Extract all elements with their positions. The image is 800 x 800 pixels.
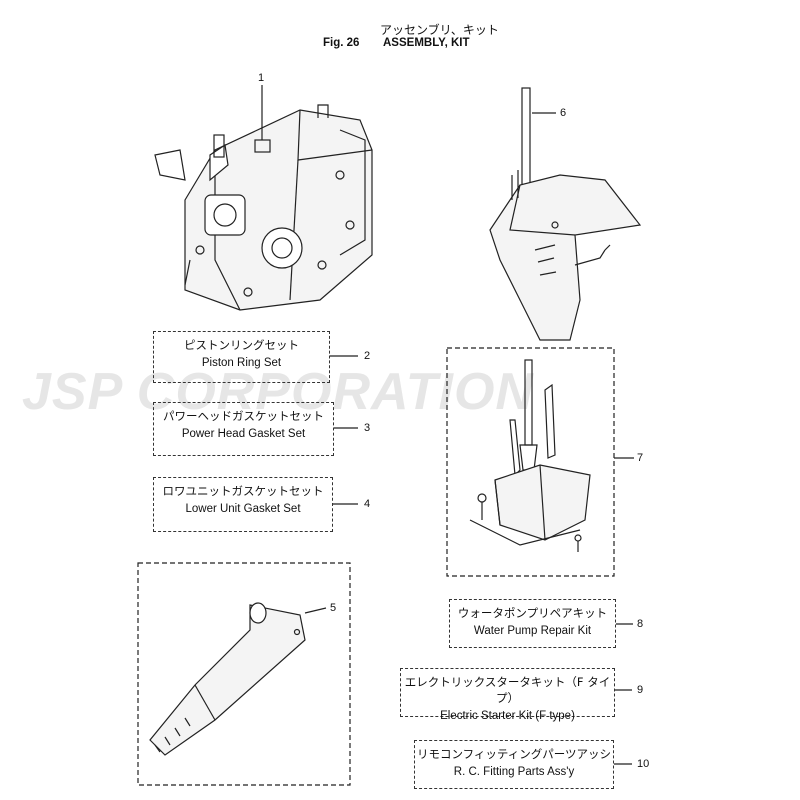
kit-water-pump-repair-kit: ウォータポンプリペアキット Water Pump Repair Kit (449, 599, 616, 648)
callout-8: 8 (637, 618, 644, 630)
kit-label-en: Electric Starter Kit (F type) (440, 710, 575, 722)
kit-piston-ring-set: ピストンリングセット Piston Ring Set (153, 331, 330, 383)
kit-label-en: Piston Ring Set (201, 357, 282, 369)
kit-label-jp: ウォータポンプリペアキット (457, 606, 608, 620)
kit-label-en: R. C. Fitting Parts Ass'y (453, 766, 575, 778)
kit-label-en: Water Pump Repair Kit (473, 625, 592, 637)
kit-label-en: Power Head Gasket Set (181, 428, 306, 440)
title-japanese: アッセンブリ、キット (380, 23, 499, 37)
kit-rc-fitting-parts: リモコンフィッティングパーツアッシ R. C. Fitting Parts As… (414, 740, 614, 789)
callout-3: 3 (364, 422, 371, 434)
tool-illustration (149, 602, 306, 756)
callout-2: 2 (364, 350, 371, 362)
kit-electric-starter-kit: エレクトリックスタータキット（F タイプ） Electric Starter K… (400, 668, 615, 722)
power-head-illustration (154, 104, 373, 311)
kit-label-jp: リモコンフィッティングパーツアッシ (416, 747, 611, 761)
callout-9: 9 (637, 684, 644, 696)
kit-power-head-gasket-set: パワーヘッドガスケットセット Power Head Gasket Set (153, 402, 334, 456)
title-english: ASSEMBLY, KIT (383, 37, 470, 49)
callout-1: 1 (258, 72, 265, 84)
callout-10: 10 (637, 758, 650, 770)
kit-label-jp: エレクトリックスタータキット（F タイプ） (404, 675, 611, 705)
figure-number: Fig. 26 (323, 37, 360, 49)
callout-4: 4 (364, 498, 371, 510)
callout-6: 6 (560, 107, 567, 119)
kit-label-jp: ピストンリングセット (184, 338, 299, 352)
kit-label-jp: ロワユニットガスケットセット (162, 484, 324, 498)
drive-shaft-illustration (469, 359, 591, 552)
group-box-7 (446, 347, 615, 577)
callout-7: 7 (637, 452, 644, 464)
kit-label-jp: パワーヘッドガスケットセット (163, 409, 324, 423)
callout-5: 5 (330, 602, 337, 614)
leader-line-5 (304, 607, 327, 614)
lower-unit-illustration (489, 87, 642, 341)
kit-lower-unit-gasket-set: ロワユニットガスケットセット Lower Unit Gasket Set (153, 477, 333, 532)
watermark-text: JSP CORPORATION (22, 363, 534, 421)
group-box-5 (137, 562, 351, 786)
kit-label-en: Lower Unit Gasket Set (185, 503, 301, 515)
